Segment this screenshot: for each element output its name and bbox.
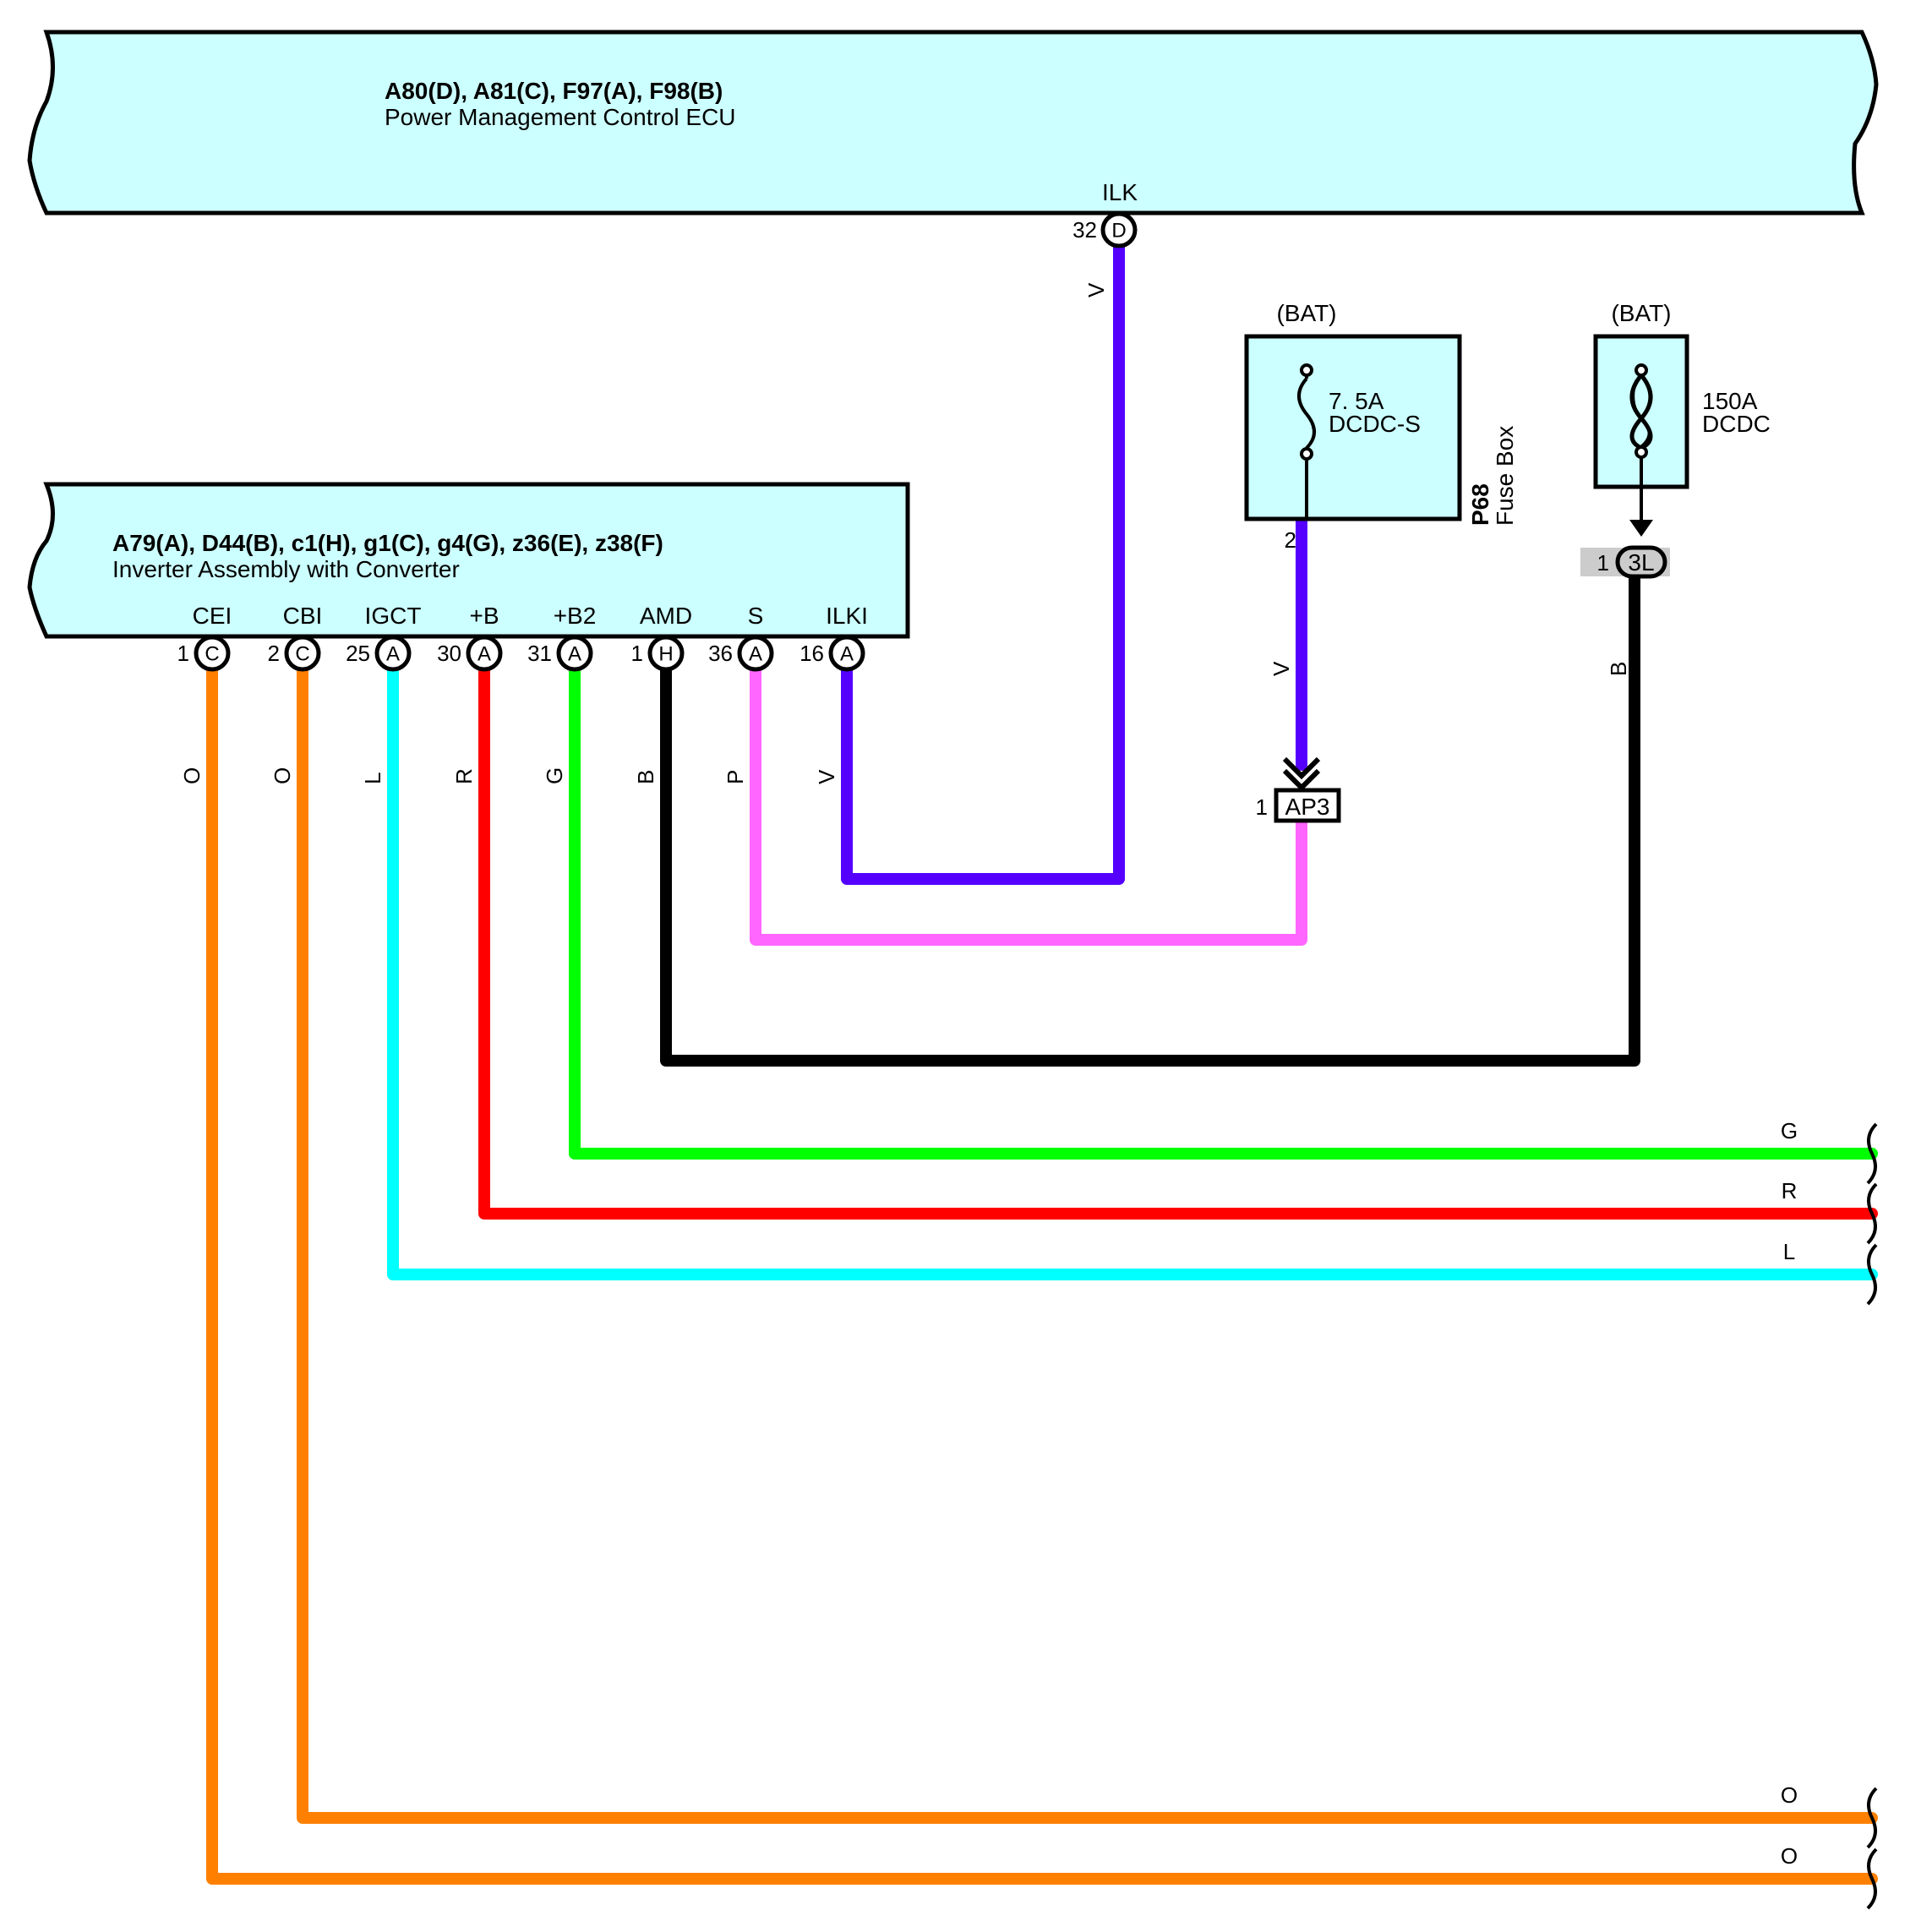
wire-b2-g [569,660,1878,1160]
pin-b2: +B2 A 31 [527,603,597,672]
ecu-codes: A80(D), A81(C), F97(A), F98(B) [385,78,723,104]
pin-cei: CEI C 1 [177,603,232,672]
fusible-link: (BAT) 150A DCDC 3L 1 [1580,300,1771,579]
svg-text:25: 25 [346,641,370,666]
wire-amd-b [660,569,1640,1067]
wires [206,241,1878,1885]
fusible-pin-number: 1 [1597,550,1609,576]
wire-break-marks [1866,1122,1878,1910]
pin-cbi: CBI C 2 [268,603,323,672]
fuse-box: (BAT) 7. 5A DCDC-S P68 Fuse Box 2 [1244,300,1518,553]
svg-text:S: S [748,603,764,629]
svg-text:+B2: +B2 [554,603,597,629]
ecu-pin-ilk: D 32 [1072,211,1138,248]
wire-s-p [750,660,1307,946]
fuse-name: DCDC-S [1329,411,1421,437]
pin-igct: IGCT A 25 [346,603,422,672]
wire-igct-l [387,660,1878,1280]
svg-text:IGCT: IGCT [365,603,422,629]
ecu-name: Power Management Control ECU [385,104,736,130]
fusebox-name: Fuse Box [1492,426,1518,526]
svg-text:C: C [295,643,309,666]
exit-label-o1: O [1781,1782,1798,1808]
wire-cei-o [206,660,1878,1885]
pin-ilki: ILKI A 16 [800,603,868,672]
exit-label-l: L [1783,1239,1795,1264]
wire-cbi-o [297,660,1878,1824]
wire-ilk-v [841,241,1125,885]
svg-text:31: 31 [527,641,552,666]
fusebox-pin-number: 2 [1285,527,1296,553]
junction-label: AP3 [1285,794,1330,820]
exit-labels: G R L O O [1781,1118,1798,1869]
inverter-pins: CEI C 1 CBI C 2 IGCT A 25 +B A 30 +B2 A … [177,603,868,672]
ecu-pin-number: 32 [1072,217,1097,243]
svg-text:CEI: CEI [193,603,232,629]
svg-text:A: A [840,643,854,666]
fuse-icon [1297,363,1316,519]
junction-pin-number: 1 [1256,794,1268,820]
fusible-link-icon [1629,363,1653,537]
svg-text:C: C [205,643,219,666]
svg-text:ILKI: ILKI [826,603,868,629]
svg-text:1: 1 [631,641,643,666]
junction-ap3: AP3 1 [1256,756,1341,823]
exit-label-r: R [1782,1178,1798,1203]
exit-label-g: G [1781,1118,1798,1143]
svg-text:A: A [749,643,762,666]
wire-b-r [478,660,1878,1220]
inverter-name: Inverter Assembly with Converter [112,556,460,582]
svg-text:30: 30 [437,641,461,666]
pin-amd: AMD H 1 [631,603,692,672]
power-management-ecu: A80(D), A81(C), F97(A), F98(B) Power Man… [27,30,1879,216]
pin-b: +B A 30 [437,603,503,672]
svg-text:A: A [478,643,491,666]
wire-label-fusible: B [1606,662,1631,676]
ecu-pin-connector: D [1111,220,1126,243]
svg-text:H: H [658,643,673,666]
svg-text:G: G [542,767,567,784]
svg-text:16: 16 [800,641,824,666]
svg-text:O: O [270,767,295,784]
svg-text:B: B [633,770,658,784]
svg-text:L: L [360,772,385,784]
exit-label-o2: O [1781,1843,1798,1869]
fusible-name: DCDC [1702,411,1771,437]
fusible-connector: 3L [1628,549,1654,576]
svg-text:A: A [386,643,400,666]
fusible-source: (BAT) [1611,300,1671,326]
svg-text:2: 2 [268,641,280,666]
svg-text:R: R [451,768,477,784]
ecu-pin-name: ILK [1102,179,1138,205]
svg-text:V: V [814,769,839,784]
svg-text:A: A [568,643,581,666]
svg-text:AMD: AMD [640,603,692,629]
svg-text:P: P [723,770,748,784]
wire-label-fuse: V [1269,661,1294,676]
svg-text:O: O [179,767,205,784]
inverter-assembly: A79(A), D44(B), c1(H), g1(C), g4(G), z36… [27,482,910,639]
fusible-rating: 150A [1702,388,1758,414]
svg-text:1: 1 [177,641,189,666]
fusebox-source: (BAT) [1276,300,1336,326]
fuse-rating: 7. 5A [1329,388,1384,414]
svg-text:+B: +B [469,603,499,629]
svg-text:CBI: CBI [283,603,323,629]
inverter-wire-labels: O O L R G B P V [179,767,839,784]
inverter-codes: A79(A), D44(B), c1(H), g1(C), g4(G), z36… [112,530,663,556]
fusebox-code: P68 [1467,483,1493,526]
pin-s: S A 36 [708,603,774,672]
svg-text:36: 36 [708,641,733,666]
wire-label-ilk: V [1083,282,1109,297]
